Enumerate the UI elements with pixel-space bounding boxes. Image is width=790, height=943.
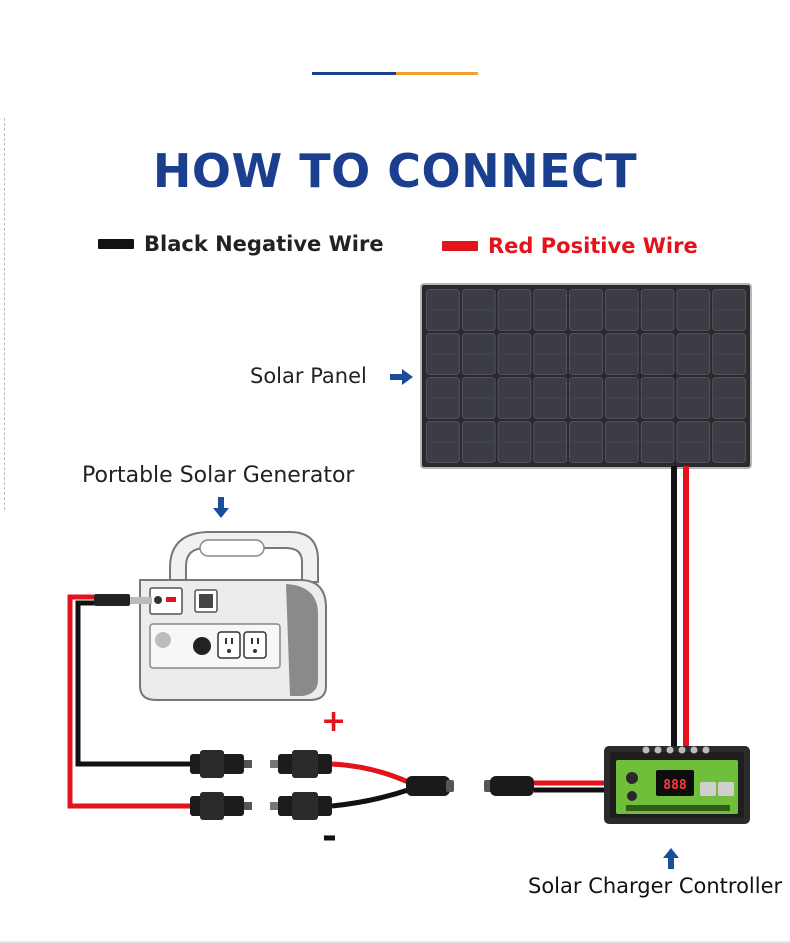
mc4-connectors-right: [270, 750, 332, 820]
legend-negative-label: Black Negative Wire: [144, 232, 384, 256]
controller-label: Solar Charger Controller: [528, 874, 783, 898]
portable-generator: [139, 531, 327, 701]
sae-to-controller-cable: [534, 780, 606, 793]
legend-positive: Red Positive Wire: [442, 233, 698, 259]
arrow-up-icon: [663, 848, 679, 869]
svg-text:888: 888: [663, 778, 687, 793]
plus-sign: +: [321, 704, 347, 739]
solar-charge-controller: 888: [604, 746, 750, 824]
solar-panel-label: Solar Panel: [250, 364, 367, 388]
dc-plug: [94, 594, 152, 606]
terminal-screw: [654, 746, 662, 754]
sae-connector-left: [406, 776, 454, 796]
terminal-screw: [678, 746, 686, 754]
panel-wires: [671, 466, 689, 748]
minus-sign: -: [322, 816, 337, 857]
header-divider-orange: [396, 72, 478, 75]
terminal-screw: [702, 746, 710, 754]
solar-panel: [420, 283, 752, 469]
generator-cable: [67, 594, 192, 809]
y-cable: [331, 761, 410, 809]
header-divider: [312, 72, 478, 75]
legend-negative-swatch: [98, 239, 134, 249]
controller-terminals: [642, 746, 710, 754]
terminal-screw: [666, 746, 674, 754]
generator-label: Portable Solar Generator: [82, 463, 355, 488]
legend-positive-label: Red Positive Wire: [488, 234, 698, 258]
bottom-divider: [0, 941, 790, 943]
terminal-screw: [690, 746, 698, 754]
header-divider-blue: [312, 72, 396, 75]
arrow-right-icon: [390, 369, 413, 385]
sae-connector-right: [484, 776, 534, 796]
left-guide-line: [4, 118, 5, 510]
terminal-screw: [642, 746, 650, 754]
solar-panel-cells: [426, 289, 746, 463]
arrow-down-icon: [213, 497, 229, 518]
mc4-connectors-left: [190, 750, 252, 820]
legend-negative: Black Negative Wire: [98, 231, 384, 257]
page-title: HOW TO CONNECT: [152, 144, 638, 198]
legend-positive-swatch: [442, 241, 478, 251]
